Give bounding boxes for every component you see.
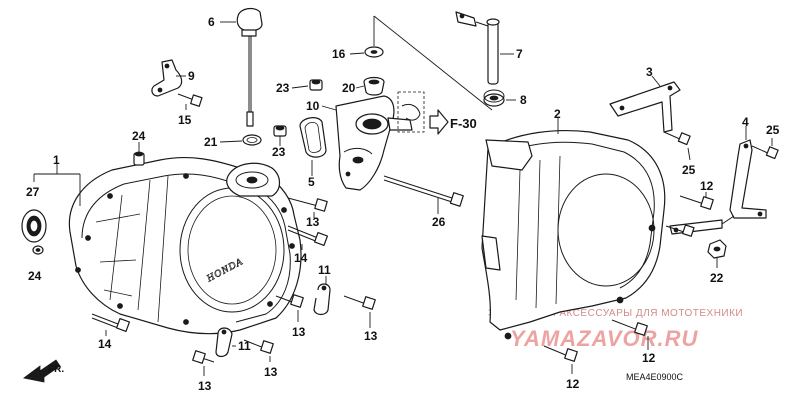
bolt-25-upper	[663, 131, 691, 161]
bolt-13-bottom	[243, 339, 274, 362]
oil-dipstick-6	[220, 7, 263, 127]
bolt-13-upper	[287, 197, 328, 218]
callout-13-bottom: 13	[264, 365, 278, 379]
callout-22: 22	[710, 271, 724, 285]
gasket-5	[299, 117, 327, 176]
outer-cover-2	[481, 118, 666, 340]
dowel-pin-24-top	[133, 142, 145, 166]
bolt-12-upper	[679, 192, 714, 210]
callout-8: 8	[520, 93, 527, 107]
clutch-cover: HONDA	[68, 156, 302, 335]
bolt-15	[177, 93, 203, 110]
callout-11-right: 11	[318, 263, 331, 277]
callout-11-left: 11	[238, 339, 251, 353]
dowel-pin-24-left	[32, 245, 44, 255]
callout-20: 20	[342, 81, 356, 95]
diagram-code: MEA4E0900C	[626, 372, 684, 382]
bolt-13-right	[343, 295, 376, 328]
plug-23-lower	[273, 125, 287, 146]
callout-24-top: 24	[132, 129, 146, 143]
group-bracket-1	[33, 164, 81, 206]
clip-11-right	[313, 276, 331, 316]
stay-4	[669, 126, 767, 235]
callout-7: 7	[516, 47, 523, 61]
callout-15: 15	[178, 113, 192, 127]
callout-labels: 1 2 3 4 5 6 7 8 9 10 11 11 12 12 12 13 1…	[26, 15, 780, 393]
oil-filler-body-10	[321, 95, 413, 191]
callout-14-left: 14	[98, 337, 112, 351]
callout-27: 27	[26, 185, 40, 199]
washer-16	[349, 46, 384, 58]
watermark: ЗАПЧАСТИ И АКСЕССУАРЫ ДЛЯ МОТОТЕХНИКИ YA…	[488, 308, 743, 351]
callout-12-bottom-right: 12	[642, 351, 656, 365]
bolt-14-mid	[287, 225, 329, 250]
reference-box: F-30	[397, 91, 477, 135]
callout-23-upper: 23	[276, 81, 290, 95]
reference-label: F-30	[450, 116, 477, 131]
cap-20	[355, 76, 385, 96]
return-spring-8	[483, 89, 516, 107]
callout-6: 6	[208, 15, 215, 29]
bolt-25-right	[751, 138, 779, 160]
bolt-26	[383, 175, 464, 214]
callout-12-bottom: 12	[566, 377, 580, 391]
watermark-tagline: ЗАПЧАСТИ И АКСЕССУАРЫ ДЛЯ МОТОТЕХНИКИ	[488, 308, 743, 319]
lifter-lever-9	[151, 59, 186, 97]
callout-25-upper: 25	[682, 163, 696, 177]
callout-13-bottom-left: 13	[198, 379, 212, 393]
callout-4: 4	[742, 115, 749, 129]
bolt-14-left	[91, 313, 131, 336]
callout-5: 5	[308, 175, 315, 189]
callout-3: 3	[646, 65, 653, 79]
callout-16: 16	[332, 47, 346, 61]
oil-seal-27	[21, 209, 47, 243]
callout-21: 21	[204, 135, 218, 149]
callout-23-lower: 23	[272, 145, 286, 159]
bolt-13-bottom-left	[192, 350, 215, 376]
front-label: FR.	[48, 364, 64, 375]
callout-12-upper: 12	[700, 179, 714, 193]
bracket-3	[609, 75, 681, 133]
callout-1: 1	[53, 153, 60, 167]
callout-14-mid: 14	[294, 251, 308, 265]
clip-11-left	[215, 327, 236, 358]
bolt-12-bottom-right	[611, 319, 649, 350]
callout-26: 26	[432, 215, 446, 229]
nut-22	[707, 239, 727, 268]
callout-13-right: 13	[364, 329, 378, 343]
shaft-leader-diagonal	[373, 15, 493, 111]
callout-9: 9	[188, 69, 195, 83]
bolt-12-bottom	[543, 345, 578, 374]
bolt-13-center	[275, 294, 304, 322]
bolt-12-lower	[665, 224, 695, 237]
callout-25-right: 25	[766, 123, 780, 137]
clutch-arm-7	[455, 11, 514, 85]
plug-23-upper	[291, 79, 323, 91]
front-direction-arrow: FR.	[23, 359, 64, 383]
watermark-site: YAMAZAVOR.RU	[510, 326, 699, 351]
o-ring-21	[219, 134, 262, 146]
callout-13-upper: 13	[306, 215, 320, 229]
callout-2: 2	[554, 107, 561, 121]
callout-24-left: 24	[28, 269, 42, 283]
callout-10: 10	[306, 99, 320, 113]
callout-13-center: 13	[292, 325, 306, 339]
